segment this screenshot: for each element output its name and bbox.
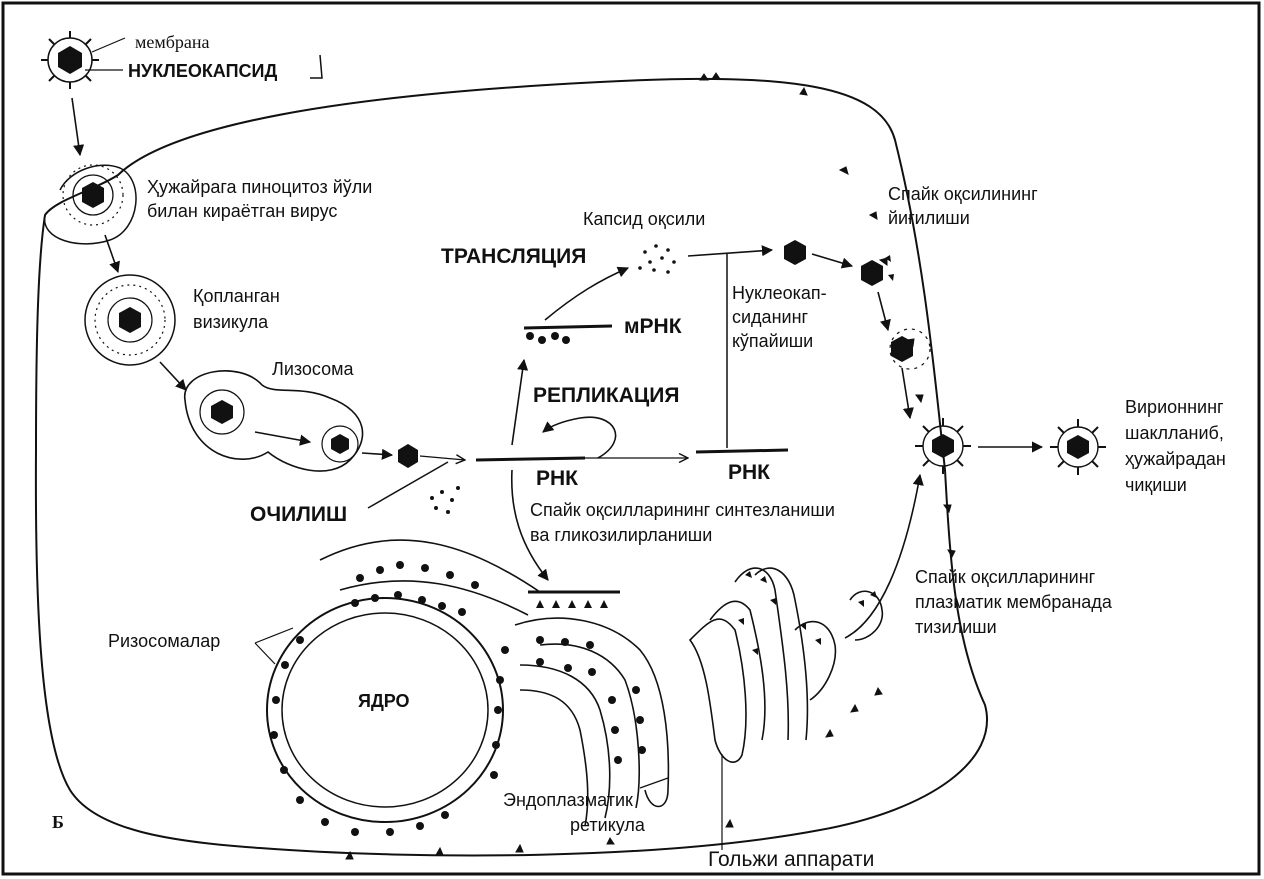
arrow-to-vesicle — [104, 234, 120, 274]
arrow-budding-1 — [877, 291, 891, 332]
arrow-to-plasma-membrane — [844, 473, 924, 639]
label-spike-mem-1: Спайк оқсилларининг — [915, 567, 1096, 587]
arrow-uncoat — [361, 448, 394, 460]
budding-virion — [915, 418, 971, 474]
label-uncoating: ОЧИЛИШ — [250, 503, 347, 526]
replication-loop — [542, 416, 617, 459]
virus-uncoating — [321, 425, 359, 463]
rna-strand-right — [695, 448, 789, 454]
coated-vesicle — [84, 274, 176, 366]
label-rna-left: РНК — [536, 467, 578, 490]
label-mrna: мРНК — [624, 315, 682, 338]
budding-nucleocapsid-1 — [861, 255, 894, 286]
ribosome-pointer-1 — [254, 627, 294, 644]
label-spike-assembly-2: йиғилиши — [888, 208, 970, 228]
virus-in-lysosome — [199, 389, 245, 435]
label-vesicle-2: визикула — [193, 312, 269, 332]
uncoating-pointer — [367, 461, 449, 509]
capsid-protein-dots — [638, 244, 676, 274]
label-ribosomes: Ризосомалар — [108, 631, 220, 651]
figure-letter: Б — [52, 812, 64, 832]
capsid-fragments — [430, 486, 460, 514]
label-pinocytosis-1: Ҳужайрага пиноцитоз йўли — [147, 177, 372, 197]
virus-particle-top — [41, 31, 99, 89]
arrow-lysosome-virus — [254, 431, 312, 446]
ribosome-pointer-2 — [254, 642, 276, 665]
arrow-translation — [544, 266, 630, 321]
label-nucleocapsid: НУКЛЕОКАПСИД — [128, 61, 277, 81]
label-lysosome: Лизосома — [272, 359, 355, 379]
label-spike-assembly-1: Спайк оқсилининг — [888, 184, 1038, 204]
membrane-spikes — [345, 72, 956, 860]
label-nc-mult-1: Нуклеокап- — [732, 283, 827, 303]
budding-nucleocapsid-2 — [889, 328, 931, 370]
label-spike-synth-2: ва гликозилирланиши — [530, 525, 712, 545]
label-virion-1: Вирионнинг — [1125, 397, 1224, 417]
label-membrane: мембрана — [135, 32, 210, 52]
mrna-ribosomes — [526, 332, 570, 344]
released-nucleocapsid — [398, 444, 418, 468]
label-nucleus: ЯДРО — [358, 691, 410, 711]
label-spike-mem-2: плазматик мембранада — [915, 592, 1113, 612]
rna-strand-left — [475, 456, 586, 462]
label-capsid-protein: Капсид оқсили — [583, 209, 705, 229]
label-virion-2: шаклланиб, — [1125, 423, 1224, 443]
label-rna-right: РНК — [728, 461, 770, 484]
nucleocapsid-bracket — [310, 54, 323, 79]
label-replication: РЕПЛИКАЦИЯ — [533, 384, 679, 407]
golgi-spikes — [738, 571, 877, 655]
er-pointer — [639, 777, 669, 789]
er-spike-proteins — [536, 600, 608, 608]
lysosome — [184, 370, 364, 472]
released-virion — [1050, 419, 1106, 475]
arrow-to-membrane-assembly — [811, 253, 854, 269]
arrow-to-rna — [419, 456, 465, 460]
arrow-to-mrna — [511, 358, 529, 446]
arrow-capsid-assembly — [687, 245, 774, 257]
cell-membrane — [34, 77, 988, 857]
nucleus-inner — [281, 612, 489, 808]
label-spike-synth-1: Спайк оқсилларининг синтезланиши — [530, 500, 835, 520]
label-virion-4: чиқиши — [1125, 475, 1187, 495]
label-virion-3: ҳужайрадан — [1125, 449, 1226, 469]
label-er-2: ретикула — [570, 815, 646, 835]
arrow-spike-synthesis — [510, 469, 549, 581]
arrow-budding-2 — [901, 367, 914, 420]
label-nc-mult-2: сиданинг — [732, 307, 809, 327]
endoplasmic-reticulum — [319, 539, 670, 827]
label-nc-mult-3: кўпайиши — [732, 331, 813, 351]
label-golgi: Гольжи аппарати — [708, 848, 874, 871]
label-er-1: Эндоплазматик — [503, 790, 633, 810]
label-spike-mem-3: тизилиши — [915, 617, 997, 637]
assembled-nucleocapsid — [784, 240, 806, 265]
arrow-to-lysosome — [159, 361, 187, 391]
ribosomes — [270, 561, 646, 836]
nucleus-outer — [266, 597, 504, 823]
label-vesicle-1: Қопланган — [193, 286, 280, 306]
label-pinocytosis-2: билан кираётган вирус — [147, 201, 337, 221]
mrna-strand — [523, 324, 613, 330]
arrow-entry — [71, 97, 85, 157]
golgi-apparatus — [688, 567, 884, 763]
label-translation: ТРАНСЛЯЦИЯ — [441, 245, 586, 268]
entering-virus — [44, 164, 137, 245]
